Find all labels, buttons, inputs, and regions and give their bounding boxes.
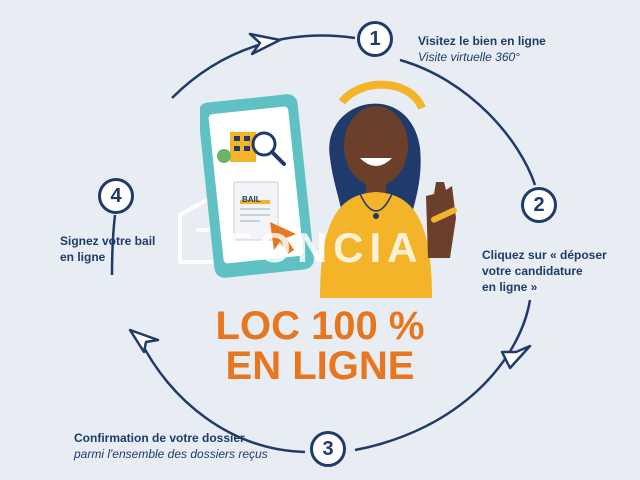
building-icon <box>217 132 256 163</box>
step-1-title: Visitez le bien en ligne <box>418 34 546 48</box>
step-1-badge: 1 <box>357 21 393 57</box>
step-3-subtitle: parmi l'ensemble des dossiers reçus <box>74 447 268 461</box>
step-3-badge: 3 <box>310 431 346 467</box>
step-4-badge: 4 <box>98 178 134 214</box>
step-2-title: Cliquez sur « déposer votre candidature … <box>482 248 607 294</box>
step-2-badge: 2 <box>521 187 557 223</box>
headline-line-1: LOC 100 % <box>215 304 425 348</box>
lease-document-icon <box>233 181 279 241</box>
magnifier-icon <box>251 131 286 166</box>
lease-document-label: BAIL <box>242 195 261 204</box>
watermark-text: FONCIA <box>226 224 424 271</box>
pointer-hand-icon <box>270 222 296 254</box>
woman-with-keys-illustration <box>320 80 457 298</box>
step-1-text: Visitez le bien en ligne Visite virtuell… <box>418 33 618 65</box>
step-1-subtitle: Visite virtuelle 360° <box>418 50 520 64</box>
step-3-text: Confirmation de votre dossier parmi l'en… <box>74 430 314 462</box>
step-3-title: Confirmation de votre dossier <box>74 431 245 445</box>
step-2-text: Cliquez sur « déposer votre candidature … <box>482 247 632 295</box>
step-4-text: Signez votre bail en ligne <box>60 233 200 265</box>
smartphone-icon <box>200 94 314 278</box>
headline-line-2: EN LIGNE <box>225 344 415 388</box>
step-4-title: Signez votre bail en ligne <box>60 234 156 264</box>
